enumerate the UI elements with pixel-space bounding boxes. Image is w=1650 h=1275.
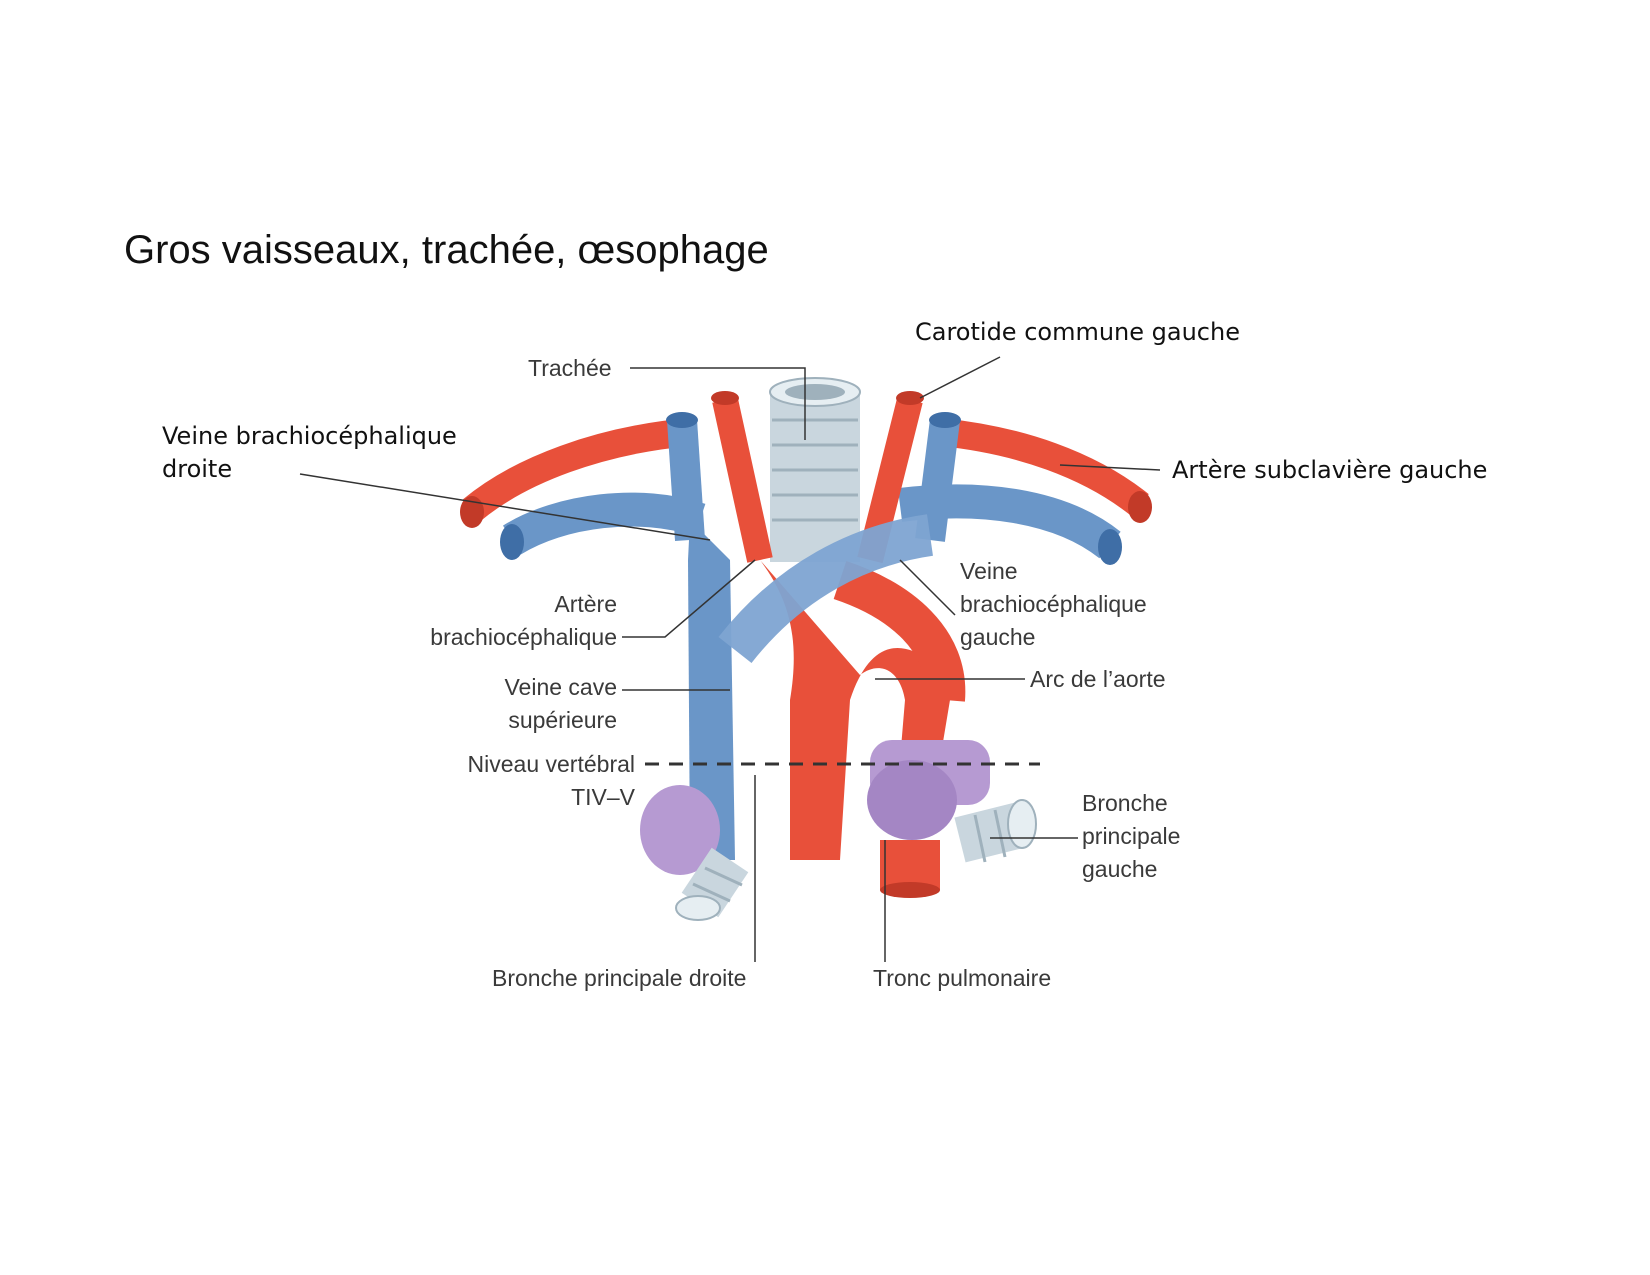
label-niveau-line1: Niveau vertébral (467, 751, 635, 777)
label-vcs-line2: supérieure (508, 707, 617, 733)
label-bronche-g-line2: principale (1082, 823, 1181, 849)
right-pulmonary-vessels (640, 785, 720, 875)
label-tronc-pulmonaire: Tronc pulmonaire (873, 965, 1052, 991)
label-vbc-gauche-line1: Veine (960, 558, 1018, 584)
label-trachee: Trachée (528, 355, 612, 381)
leader-lines (299, 356, 1161, 962)
label-art-bc-line2: brachiocéphalique (430, 624, 617, 650)
label-vcs-line1: Veine cave (504, 674, 617, 700)
label-vbc-gauche-line3: gauche (960, 624, 1036, 650)
leader-vbc-gauche (899, 559, 956, 616)
right-common-carotid (711, 391, 773, 563)
label-carotide-commune-gauche: Carotide commune gauche (915, 318, 1240, 346)
leader-trachee (630, 367, 806, 440)
label-artere-brachiocephalique: Artère brachiocéphalique (412, 588, 617, 654)
label-art-bc-line1: Artère (554, 591, 617, 617)
left-brachiocephalic-vein (718, 514, 934, 664)
label-veine-brachiocephalique-droite: Veine brachiocéphalique droite (162, 420, 457, 486)
label-veine-brachiocephalique-gauche: Veine brachiocéphalique gauche (960, 555, 1147, 654)
leader-art-bc (622, 559, 756, 638)
label-veine-cave-superieure: Veine cave supérieure (462, 671, 617, 737)
slide-title: Gros vaisseaux, trachée, œsophage (124, 228, 769, 272)
label-bronche-principale-gauche: Bronche principale gauche (1082, 787, 1180, 886)
label-arc-de-l-aorte: Arc de l’aorte (1030, 666, 1166, 692)
leader-subclaviere (1059, 464, 1161, 471)
right-subclavian-artery (460, 418, 692, 528)
trachea (769, 377, 861, 562)
leader-carotide (919, 356, 1001, 399)
label-vbc-droite-line2: droite (162, 455, 233, 483)
right-brachiocephalic-vein (500, 412, 706, 560)
left-vein-arm (897, 412, 1122, 565)
label-niveau-vertebral: Niveau vertébral TIV–V (430, 748, 635, 814)
label-artere-subclaviere-gauche: Artère subclavière gauche (1172, 456, 1488, 484)
label-bronche-principale-droite: Bronche principale droite (492, 965, 747, 991)
left-main-bronchus (954, 799, 1037, 863)
label-vbc-droite-line1: Veine brachiocéphalique (162, 422, 457, 450)
left-subclavian-artery (938, 418, 1152, 523)
label-niveau-line2: TIV–V (571, 784, 635, 810)
label-bronche-g-line1: Bronche (1082, 790, 1168, 816)
pulmonary-trunk (867, 740, 990, 898)
leader-vbc-droite (299, 473, 711, 541)
right-main-bronchus (675, 847, 749, 921)
label-vbc-gauche-line2: brachiocéphalique (960, 591, 1147, 617)
label-bronche-g-line3: gauche (1082, 856, 1158, 882)
